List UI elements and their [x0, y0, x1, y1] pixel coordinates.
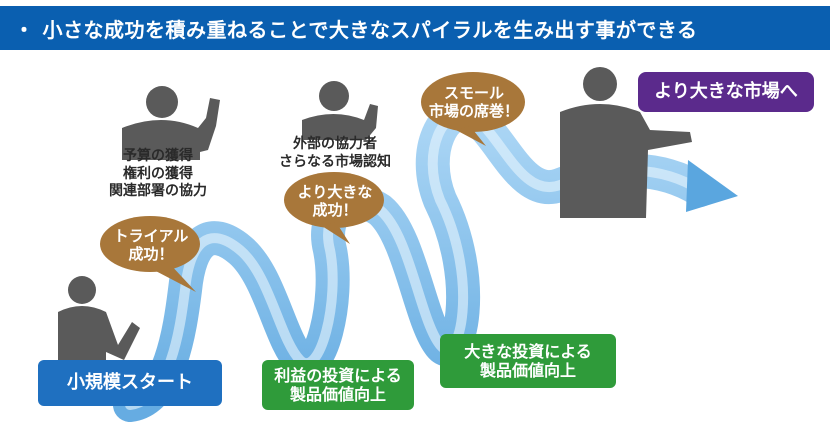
small-market-bubble-text: スモール 市場の席巻！: [428, 84, 519, 120]
person-silhouette-external: [302, 81, 378, 140]
start-box: 小規模スタート: [38, 360, 222, 406]
bubble-small-market: [421, 72, 525, 146]
arrow-head-icon: [686, 160, 738, 212]
person-silhouette-presenter: [560, 67, 692, 218]
big-investment-box: 大きな投資による 製品価値向上: [440, 334, 616, 388]
bubble-trial: [100, 216, 200, 292]
header-banner: ・ 小さな成功を積み重ねることで大きなスパイラルを生み出す事ができる: [0, 6, 830, 50]
header-title: 小さな成功を積み重ねることで大きなスパイラルを生み出す事ができる: [42, 17, 698, 42]
bigger-notes: 外部の協力者 さらなる市場認知: [279, 136, 391, 170]
person-silhouette-start: [58, 276, 140, 372]
bubble-bigger: [284, 172, 384, 244]
spiral-ribbon: [113, 96, 738, 422]
bigger-market-box: より大きな市場へ: [638, 72, 814, 112]
header-bullet: ・: [14, 17, 35, 42]
trial-bubble-text: トライアル 成功！: [113, 227, 189, 263]
profit-investment-box: 利益の投資による 製品価値向上: [262, 360, 414, 410]
trial-notes: 予算の獲得 権利の獲得 関連部署の協力: [109, 148, 207, 199]
bigger-bubble-text: より大きな 成功！: [297, 183, 373, 219]
person-silhouette-trial: [122, 86, 220, 160]
